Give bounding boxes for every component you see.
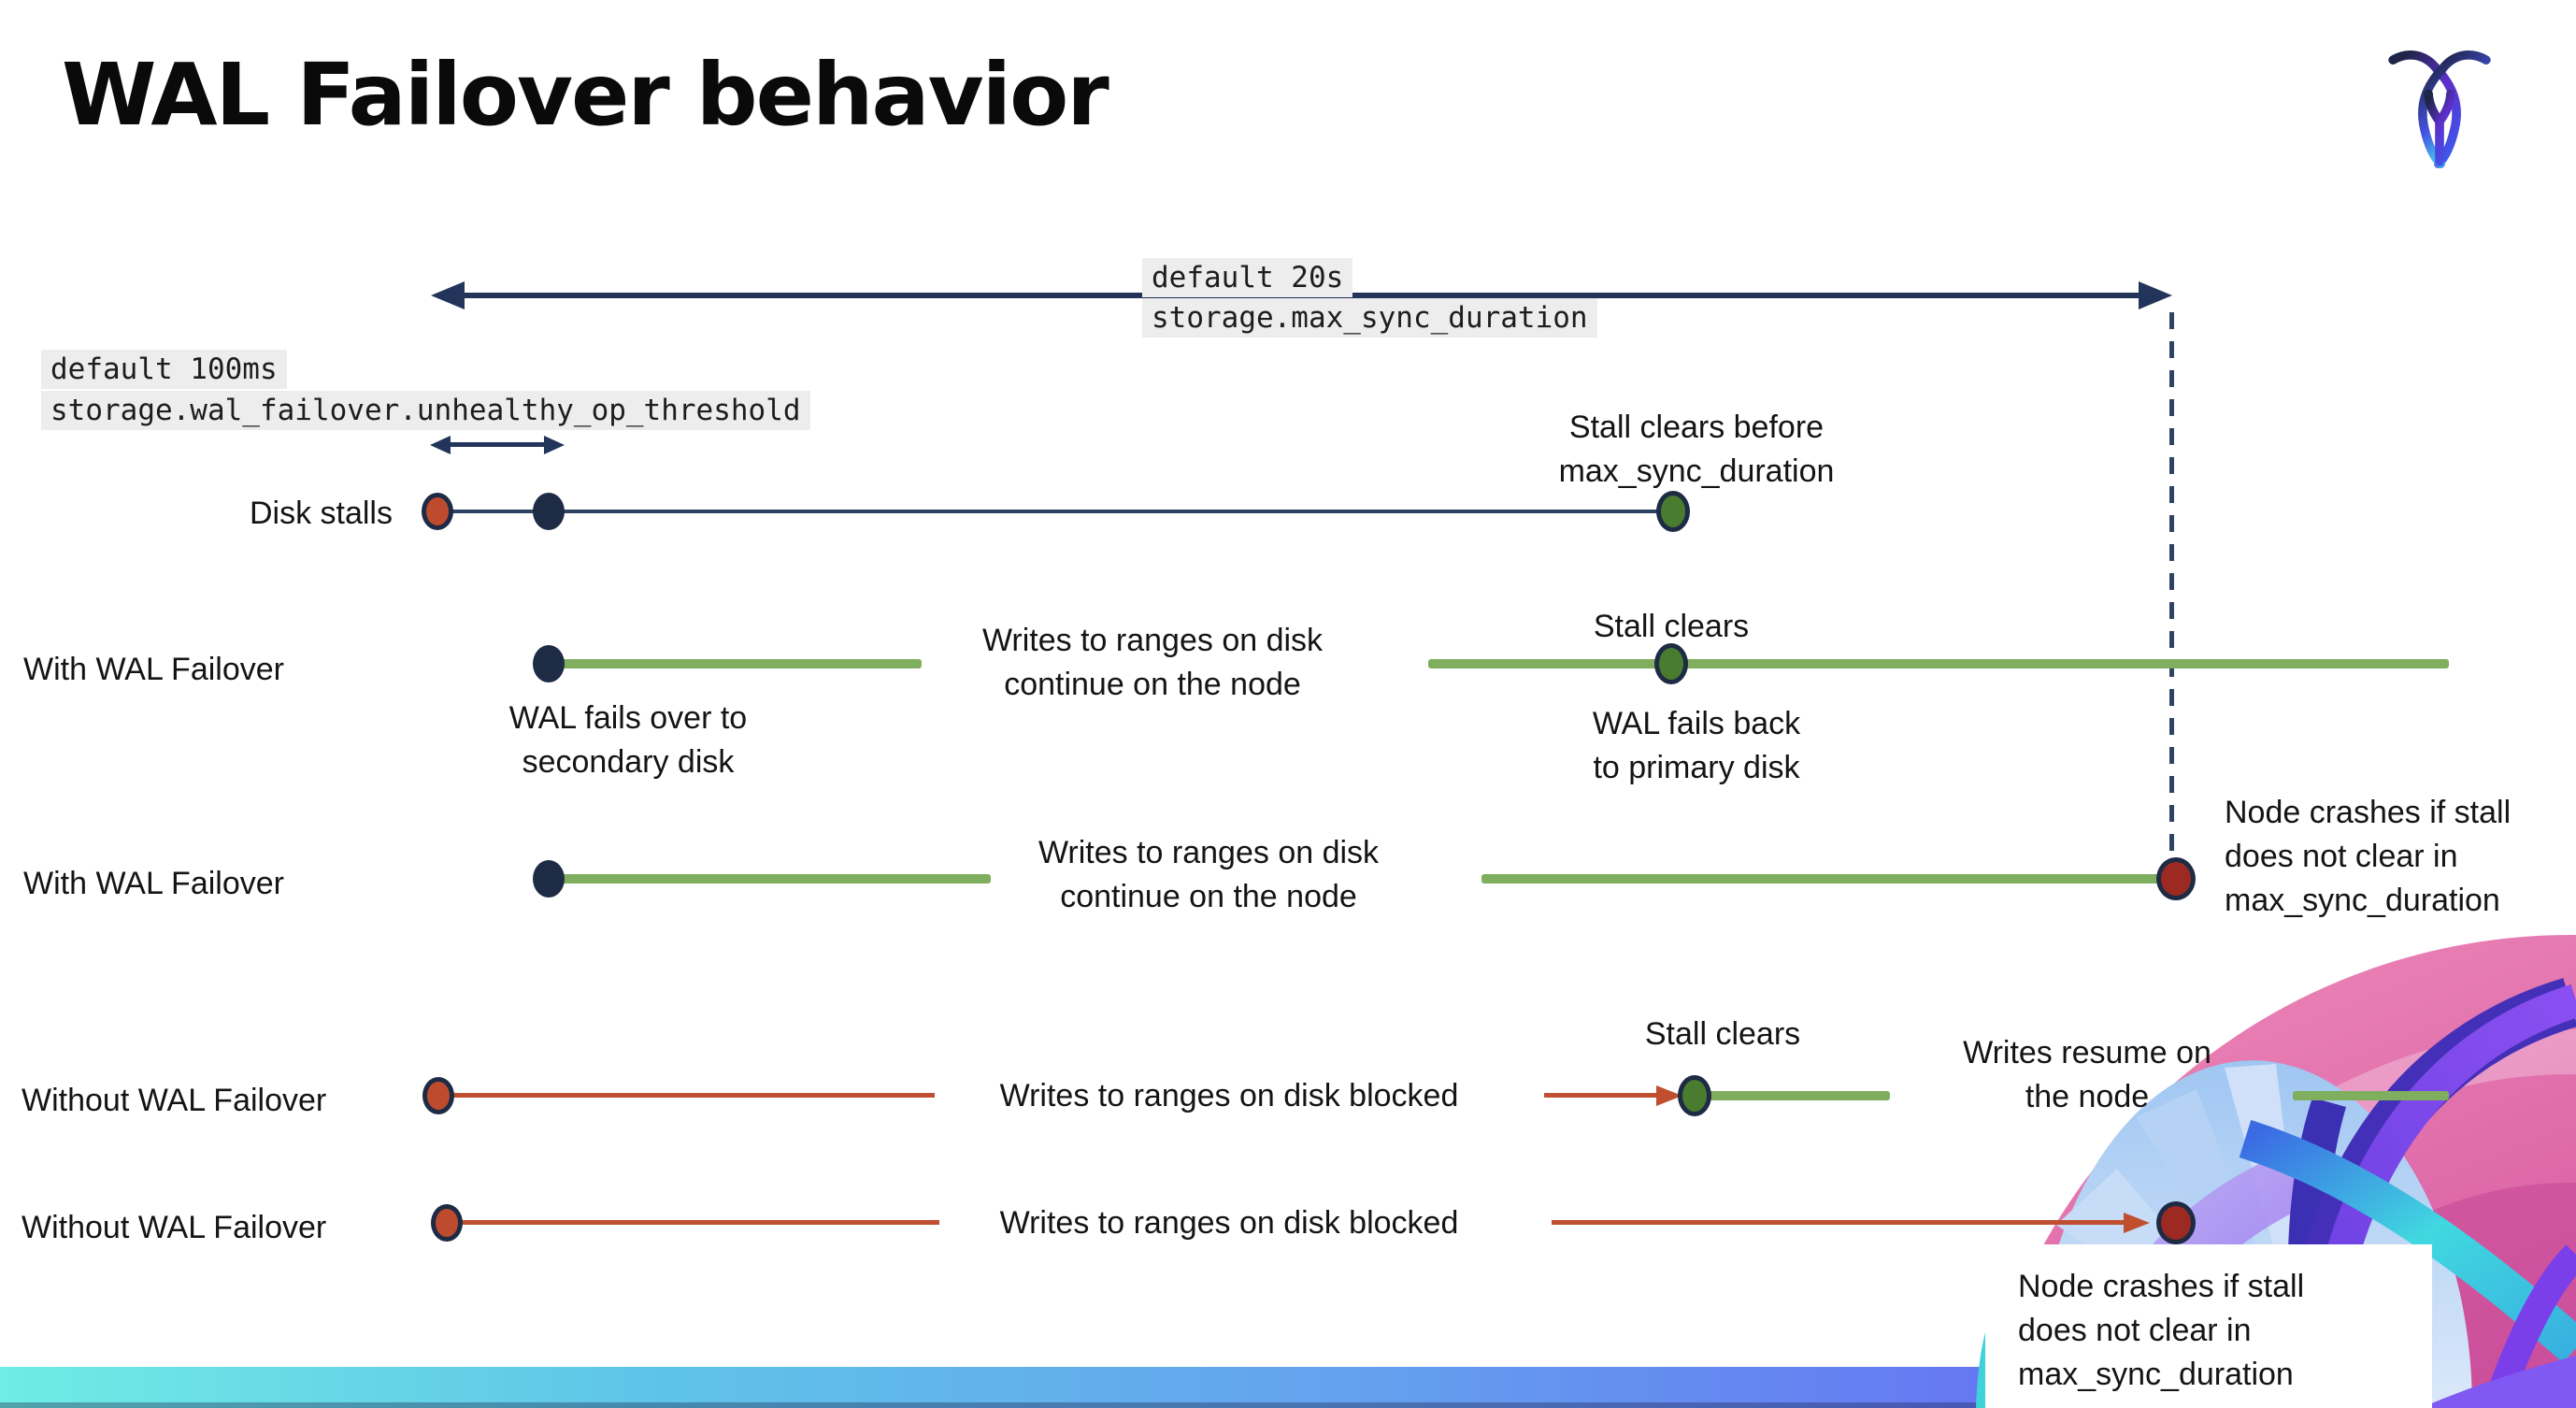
- row4-stall-start-dot: [422, 1077, 454, 1114]
- row4-blocked-note: Writes to ranges on disk blocked: [999, 1078, 1459, 1113]
- row4-green-line-b: [2293, 1091, 2449, 1100]
- row4-resume-note: Writes resume on the node: [1963, 1035, 2211, 1114]
- row3-green-line-b: [1481, 874, 2159, 884]
- row5-crash-dot: [2156, 1201, 2196, 1244]
- row4-stall-clears-note: Stall clears: [1644, 1016, 1801, 1052]
- threshold-default-label: default 100ms: [41, 350, 287, 389]
- max-sync-default-label: default 20s: [1142, 258, 1353, 297]
- row2-green-line-b: [1428, 659, 2449, 668]
- threshold-arrow-line: [447, 442, 548, 447]
- arrow-head-left-icon: [431, 281, 465, 309]
- row3-green-line-a: [559, 874, 991, 884]
- row5-red-line-a: [447, 1220, 939, 1225]
- row5-label: Without WAL Failover: [21, 1210, 327, 1245]
- max-sync-dashed-line: [2169, 312, 2174, 859]
- row1-label: Disk stalls: [249, 496, 393, 531]
- row2-label: With WAL Failover: [23, 652, 284, 687]
- row2-failover-note: WAL fails over to secondary disk: [508, 700, 748, 780]
- threshold-setting-label: storage.wal_failover.unhealthy_op_thresh…: [41, 391, 810, 430]
- row2-writes-note: Writes to ranges on disk continue on the…: [981, 623, 1324, 702]
- row4-red-line-a: [438, 1093, 935, 1098]
- arrow-head-right-icon: [2139, 281, 2172, 309]
- page-title: WAL Failover behavior: [62, 45, 1109, 145]
- cockroachdb-logo-icon: [2388, 50, 2491, 169]
- row1-stall-clears-note: Stall clears before max_sync_duration: [1558, 409, 1835, 489]
- row2-failback-note: WAL fails back to primary disk: [1592, 706, 1801, 785]
- threshold-arrow-left-icon: [430, 436, 451, 454]
- row2-stall-clears-dot: [1654, 643, 1688, 684]
- row3-crash-dot: [2156, 857, 2196, 900]
- row4-green-line-a: [1707, 1091, 1890, 1100]
- threshold-arrow-right-icon: [544, 436, 565, 454]
- row4-stall-clears-dot: [1678, 1075, 1711, 1116]
- crash-callout-box: Node crashes if stall does not clear in …: [1985, 1244, 2432, 1408]
- row5-crash-note: Node crashes if stall does not clear in …: [2018, 1269, 2305, 1392]
- row3-crash-note: Node crashes if stall does not clear in …: [2225, 795, 2512, 918]
- row5-stall-start-dot: [431, 1204, 463, 1242]
- row1-stall-clears-dot: [1656, 491, 1690, 532]
- row2-green-line-a: [559, 659, 922, 668]
- row4-label: Without WAL Failover: [21, 1083, 327, 1118]
- row5-red-arrow-head-icon: [2124, 1213, 2150, 1233]
- max-sync-setting-label: storage.max_sync_duration: [1142, 298, 1597, 338]
- row2-failover-dot: [533, 645, 565, 682]
- row3-label: With WAL Failover: [23, 866, 284, 901]
- row5-blocked-note: Writes to ranges on disk blocked: [999, 1205, 1459, 1241]
- row2-stall-clears-note: Stall clears: [1593, 609, 1750, 644]
- row3-writes-note: Writes to ranges on disk continue on the…: [1038, 835, 1380, 914]
- row5-red-arrow-line: [1552, 1220, 2131, 1225]
- row3-failover-dot: [533, 860, 565, 898]
- row1-threshold-dot: [533, 493, 565, 530]
- row1-timeline: [437, 510, 1673, 513]
- row4-red-arrow-head-icon: [1656, 1085, 1682, 1106]
- row4-red-arrow-line: [1544, 1093, 1666, 1098]
- row1-stall-start-dot: [422, 493, 453, 530]
